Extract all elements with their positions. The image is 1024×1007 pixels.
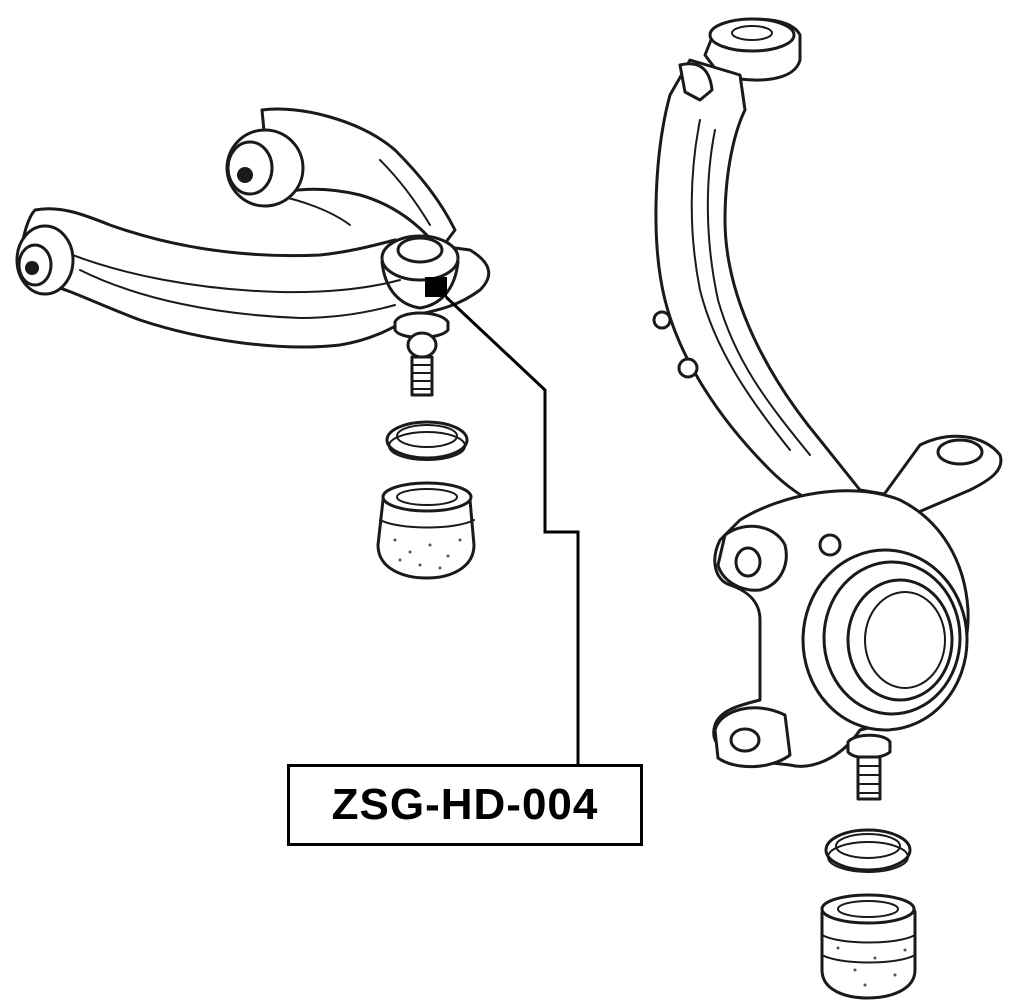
part-number-label: ZSG-HD-004 (287, 764, 643, 846)
upper-control-arm (15, 107, 491, 397)
callout-leader-line (444, 295, 580, 765)
steering-knuckle (652, 17, 1003, 801)
right-boot-parts (820, 828, 917, 1000)
left-boot-parts (376, 420, 476, 580)
highlight-marker (425, 277, 447, 297)
